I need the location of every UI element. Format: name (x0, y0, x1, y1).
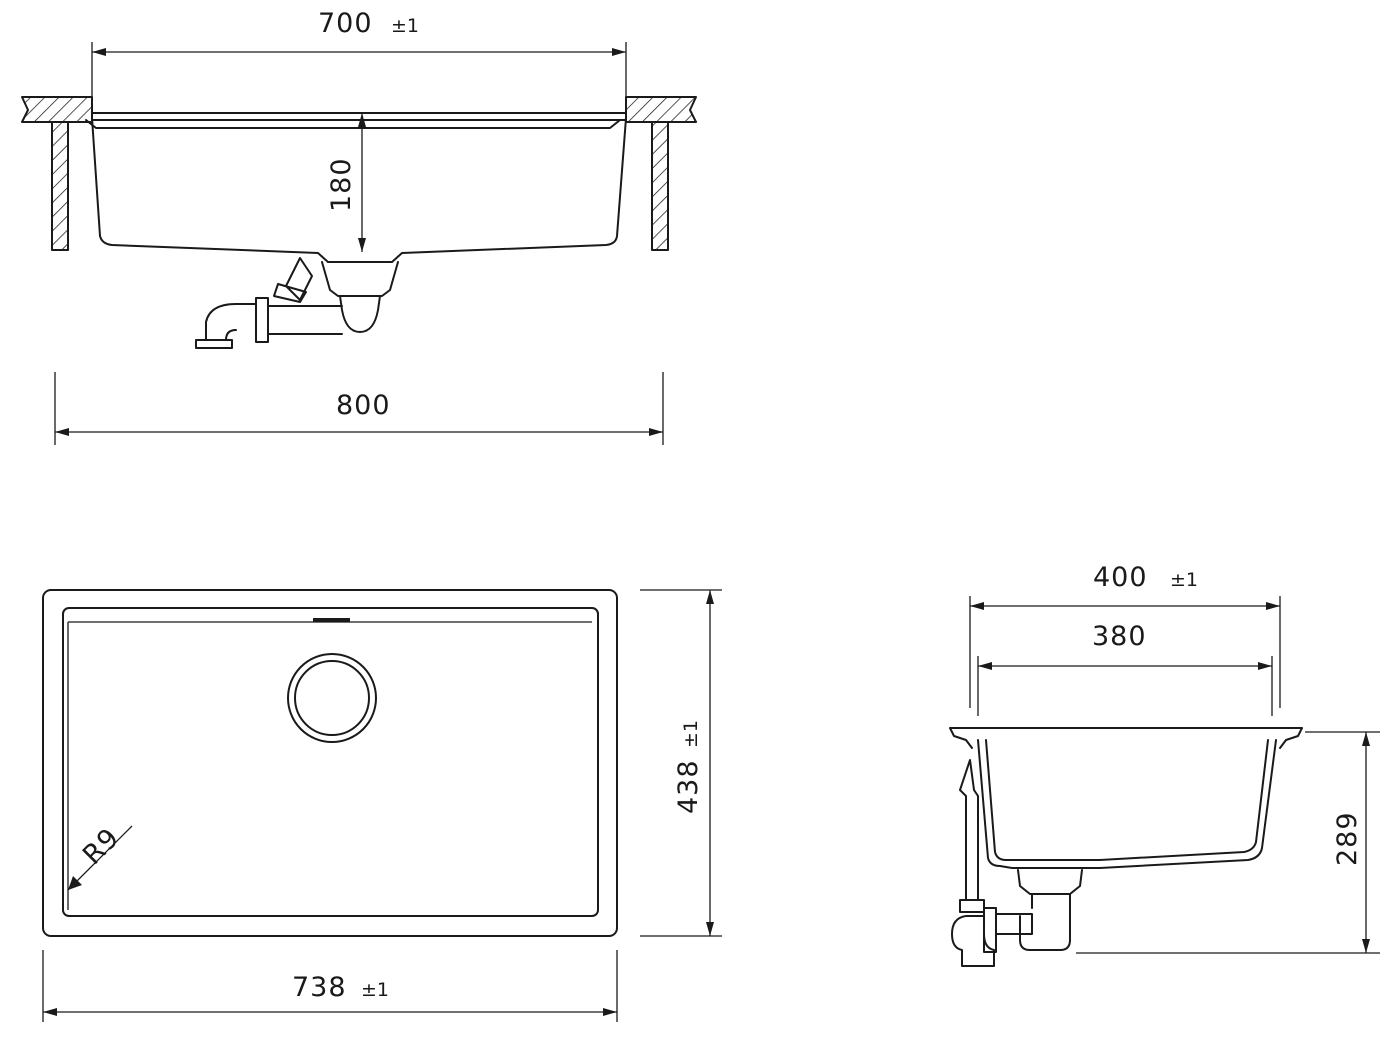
dimension-label: 738 (292, 972, 347, 1003)
overflow-pipe (273, 257, 313, 303)
countertop-left (21, 96, 93, 123)
radius-label: R9 (77, 822, 126, 871)
drain-outer (287, 653, 377, 743)
dimension-400: 400 ±1 (969, 562, 1281, 708)
countertop-right (625, 96, 697, 123)
cabinet-wall-right (651, 121, 669, 251)
dimension-label: 289 (1332, 811, 1363, 866)
dimension-738: 738 ±1 (42, 950, 618, 1022)
bowl-outline (62, 607, 599, 917)
dimension-289: 289 (1076, 731, 1380, 954)
tolerance-label: ±1 (361, 979, 389, 1001)
dimension-label: 800 (336, 390, 391, 421)
side-waste-pipe (951, 907, 1033, 967)
drain-strainer (321, 261, 399, 333)
dimension-label: 700 (318, 8, 373, 39)
overflow-slot (313, 618, 350, 622)
dimension-438: 438 ±1 (640, 589, 722, 937)
tolerance-label: ±1 (680, 720, 702, 748)
dimension-700: 700 ±1 (91, 8, 627, 113)
radius-annotation: R9 (67, 822, 133, 891)
dimension-label: 438 (673, 759, 704, 814)
side-drain (1017, 869, 1083, 951)
section-view: 700 ±1 180 800 (21, 8, 697, 445)
waste-pipe (195, 297, 343, 349)
sink-bowl-profile (91, 117, 627, 263)
side-overflow-pipe (959, 759, 985, 913)
cabinet-wall-left (51, 121, 69, 251)
dimension-180: 180 (326, 113, 366, 252)
sink-outline (42, 589, 618, 937)
sink-rim (949, 727, 1303, 749)
tolerance-label: ±1 (1170, 569, 1198, 591)
dimension-label: 400 (1093, 562, 1148, 593)
drain-inner (294, 660, 370, 736)
side-view: 400 ±1 380 289 (949, 562, 1380, 967)
dimension-380: 380 (977, 621, 1273, 716)
dimension-800: 800 (54, 372, 664, 445)
side-bowl-profile (977, 739, 1277, 869)
dimension-label: 180 (326, 157, 357, 212)
tolerance-label: ±1 (391, 15, 419, 37)
dimension-label: 380 (1092, 621, 1147, 652)
plan-view: R9 438 ±1 738 ±1 (42, 589, 722, 1022)
